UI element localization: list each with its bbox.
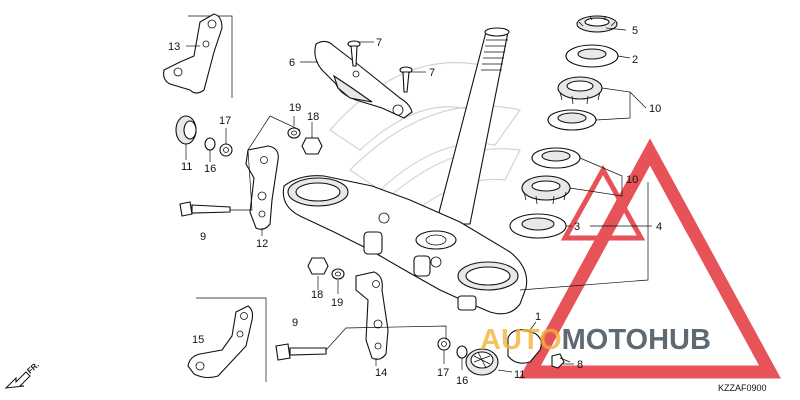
part-17-washer-a [219,143,233,157]
callout-14: 14 [375,367,387,379]
callout-9a: 9 [200,231,206,243]
callout-7b: 7 [429,67,435,79]
part-9-bolt-a [179,201,231,217]
callout-12: 12 [256,238,268,250]
part-18-nut-a [301,137,323,155]
callout-5: 5 [632,25,638,37]
part-13-bracket [163,13,233,98]
part-6-stay [314,40,413,119]
callout-15: 15 [192,334,204,346]
callout-10a: 10 [649,103,661,115]
part-16-washer-a [204,137,216,151]
triangle-logo [519,138,781,379]
part-1-collar [507,329,542,364]
leader-lines [185,27,652,373]
part-10-lower-bearing [521,147,581,205]
diagram-code: KZZAF0900 [718,383,767,393]
part-7-screw-a [347,40,361,67]
part-5-lock-nut [576,15,618,33]
callouts: 13 6 7 7 5 2 10 10 19 18 17 11 16 9 12 3… [168,25,662,387]
callout-10b: 10 [626,174,638,186]
callout-11a: 11 [181,161,192,173]
callout-18b: 18 [311,289,323,301]
brand-text-part2: MOTOHUB [562,324,711,356]
callout-13: 13 [168,41,180,53]
callout-18a: 18 [307,111,319,123]
part-2-adjusting-nut [565,44,619,68]
part-19-washer-b [331,268,345,280]
part-15-bracket [187,297,267,382]
steering-stem-tube [435,27,510,225]
part-8-bolt [551,353,571,369]
part-18-nut-b [307,257,329,275]
callout-2: 2 [632,54,638,66]
part-16-washer-b [456,345,468,359]
callout-11b: 11 [514,369,525,381]
part-11-cap-a [175,115,197,145]
callout-7a: 7 [376,37,382,49]
part-17-washer-b [437,337,451,351]
svg-text:AUTOMOTOHUB: AUTOMOTOHUB [480,324,711,356]
callout-9b: 9 [292,317,298,329]
callout-17b: 17 [437,367,449,379]
callout-6: 6 [289,57,295,69]
brand-text-part1: AUTO [480,324,562,356]
brand-watermark: AUTOMOTOHUB [480,324,711,356]
callout-3: 3 [574,221,580,233]
part-11-cap-b [465,348,499,376]
part-19-washer-a [287,127,301,139]
callout-19a: 19 [289,102,301,114]
callout-17a: 17 [219,115,231,127]
callout-16a: 16 [204,163,216,175]
part-12-bracket [245,145,279,230]
callout-8: 8 [577,359,583,371]
callout-4: 4 [656,221,662,233]
front-direction-arrow: FR. [4,360,41,389]
callout-16b: 16 [456,375,468,387]
callout-19b: 19 [331,297,343,309]
part-7-screw-b [399,66,413,93]
part-10-upper-bearing [547,76,603,131]
callout-1: 1 [535,311,541,323]
part-9-bolt-b [275,343,327,361]
steering-stem-bridge [282,175,528,315]
part-14-bracket [355,271,389,360]
part-3-dust-seal [509,213,567,239]
